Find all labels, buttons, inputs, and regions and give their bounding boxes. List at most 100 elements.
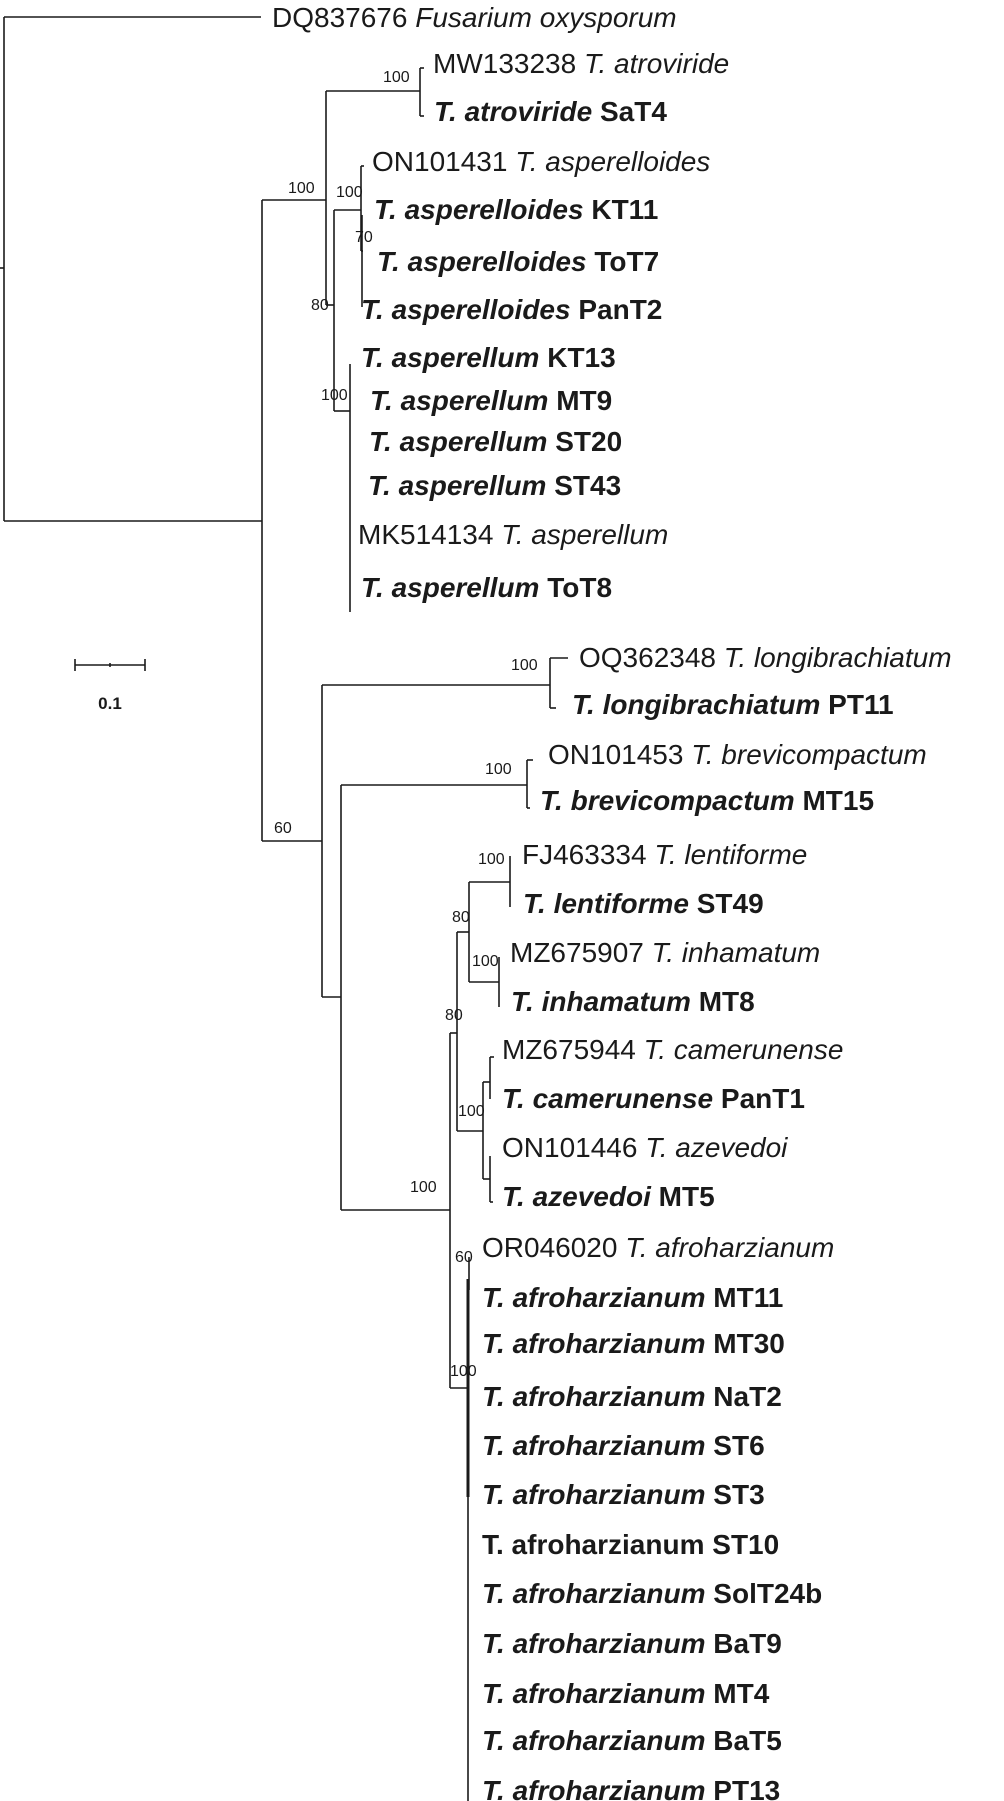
leaf-species: Fusarium oxysporum <box>415 2 676 33</box>
leaf-species: T. asperellum <box>369 426 547 457</box>
leaf-accession: MZ675944 <box>502 1034 636 1065</box>
leaf-accession: MW133238 <box>433 48 576 79</box>
leaf-species: T. asperelloides <box>515 146 710 177</box>
leaf-strain: SolT24b <box>713 1578 822 1609</box>
leaf-label: T. asperellum MT9 <box>370 385 612 416</box>
leaf-label: T. afroharzianum SolT24b <box>482 1578 822 1609</box>
leaf-strain: ST20 <box>555 426 622 457</box>
leaf-label: T. asperelloides ToT7 <box>377 246 659 277</box>
leaf-species: T. lentiforme <box>654 839 807 870</box>
leaf-strain: MT5 <box>659 1181 715 1212</box>
leaf-species: T. azevedoi <box>645 1132 788 1163</box>
leaf-accession: MK514134 <box>358 519 493 550</box>
bootstrap-value: 100 <box>383 69 410 86</box>
leaf-label: T. afroharzianum ST10 <box>482 1529 779 1560</box>
scale-bar-label: 0.1 <box>98 694 122 713</box>
leaf-strain: ToT8 <box>547 572 612 603</box>
bootstrap-value: 80 <box>311 297 329 314</box>
leaf-accession: DQ837676 <box>272 2 407 33</box>
bootstrap-value: 100 <box>321 387 348 404</box>
scale-bar: 0.1 <box>74 659 146 713</box>
leaf-strain: ST49 <box>697 888 764 919</box>
leaf-species: T. brevicompactum <box>540 785 795 816</box>
leaf-species: T. afroharzianum <box>625 1232 834 1263</box>
leaf-strain: KT11 <box>591 194 658 225</box>
leaf-label: T. afroharzianum NaT2 <box>482 1381 782 1412</box>
leaf-strain: ST10 <box>712 1529 779 1560</box>
leaf-accession: ON101446 <box>502 1132 637 1163</box>
bootstrap-value: 80 <box>445 1007 463 1024</box>
bootstrap-value: 80 <box>452 909 470 926</box>
leaf-label: ON101453 T. brevicompactum <box>548 739 927 770</box>
leaf-label: ON101446 T. azevedoi <box>502 1132 788 1163</box>
leaf-label: T. afroharzianum ST6 <box>482 1430 765 1461</box>
leaf-label: MK514134 T. asperellum <box>358 519 668 550</box>
leaf-species: T. asperellum <box>370 385 548 416</box>
leaf-strain: PanT1 <box>721 1083 805 1114</box>
leaf-species: T. camerunense <box>502 1083 713 1114</box>
leaf-label: T. afroharzianum MT4 <box>482 1678 770 1709</box>
leaf-species: T. asperellum <box>368 470 546 501</box>
bootstrap-value: 60 <box>274 820 292 837</box>
bootstrap-value: 100 <box>511 657 538 674</box>
leaf-accession: ON101453 <box>548 739 683 770</box>
bootstrap-value: 60 <box>455 1249 473 1266</box>
leaf-species: T. longibrachiatum <box>724 642 952 673</box>
leaf-label: T. asperellum KT13 <box>361 342 616 373</box>
leaf-label: T. camerunense PanT1 <box>502 1083 805 1114</box>
bootstrap-value: 100 <box>478 851 505 868</box>
bootstrap-value: 100 <box>472 953 499 970</box>
leaf-label: T. inhamatum MT8 <box>511 986 755 1017</box>
leaf-species: T. afroharzianum <box>482 1328 706 1359</box>
leaf-label: T. lentiforme ST49 <box>523 888 764 919</box>
leaf-label: T. afroharzianum PT13 <box>482 1775 780 1801</box>
leaf-label: T. longibrachiatum PT11 <box>572 689 894 720</box>
leaf-strain: BaT5 <box>713 1725 781 1756</box>
bootstrap-value: 100 <box>336 184 363 201</box>
leaf-strain: NaT2 <box>713 1381 781 1412</box>
leaf-species: T. afroharzianum <box>482 1678 706 1709</box>
bootstrap-value: 100 <box>410 1179 437 1196</box>
leaf-species: T. asperellum <box>361 342 539 373</box>
leaf-species: T. atroviride <box>584 48 729 79</box>
leaf-strain: ST6 <box>713 1430 764 1461</box>
leaf-species: T. afroharzianum <box>482 1282 706 1313</box>
leaf-species: T. afroharzianum <box>482 1628 706 1659</box>
leaf-label: T. afroharzianum MT11 <box>482 1282 783 1313</box>
leaf-label: T. afroharzianum MT30 <box>482 1328 785 1359</box>
leaf-accession: FJ463334 <box>522 839 647 870</box>
leaf-species: T. afroharzianum <box>482 1479 706 1510</box>
leaf-strain: MT9 <box>556 385 612 416</box>
leaf-species: T. atroviride <box>434 96 592 127</box>
leaf-species: T. inhamatum <box>652 937 821 968</box>
leaf-label: OR046020 T. afroharzianum <box>482 1232 834 1263</box>
leaf-label: DQ837676 Fusarium oxysporum <box>272 2 677 33</box>
leaf-label: MW133238 T. atroviride <box>433 48 729 79</box>
leaf-species: T. asperelloides <box>361 294 571 325</box>
leaf-label: T. asperelloides PanT2 <box>361 294 662 325</box>
leaf-label: T. atroviride SaT4 <box>434 96 667 127</box>
leaf-strain: PT13 <box>713 1775 780 1801</box>
leaf-label: ON101431 T. asperelloides <box>372 146 710 177</box>
leaf-strain: SaT4 <box>600 96 667 127</box>
leaf-label: T. asperellum ST20 <box>369 426 622 457</box>
leaf-accession: ON101431 <box>372 146 507 177</box>
bootstrap-value: 70 <box>355 229 373 246</box>
leaf-label: T. afroharzianum BaT9 <box>482 1628 782 1659</box>
leaf-strain: MT30 <box>713 1328 785 1359</box>
leaf-species: T. lentiforme <box>523 888 689 919</box>
leaf-species: T. asperellum <box>501 519 668 550</box>
leaf-species: T. camerunense <box>644 1034 844 1065</box>
leaf-strain: MT15 <box>802 785 874 816</box>
leaf-species: T. asperelloides <box>377 246 587 277</box>
leaf-label: T. asperellum ToT8 <box>361 572 612 603</box>
leaf-label: T. afroharzianum BaT5 <box>482 1725 782 1756</box>
leaf-species: T. asperelloides <box>374 194 584 225</box>
leaf-label: T. afroharzianum ST3 <box>482 1479 765 1510</box>
leaf-label: FJ463334 T. lentiforme <box>522 839 807 870</box>
leaf-accession: MZ675907 <box>510 937 644 968</box>
bootstrap-value: 100 <box>288 180 315 197</box>
leaf-species: T. afroharzianum <box>482 1381 706 1412</box>
